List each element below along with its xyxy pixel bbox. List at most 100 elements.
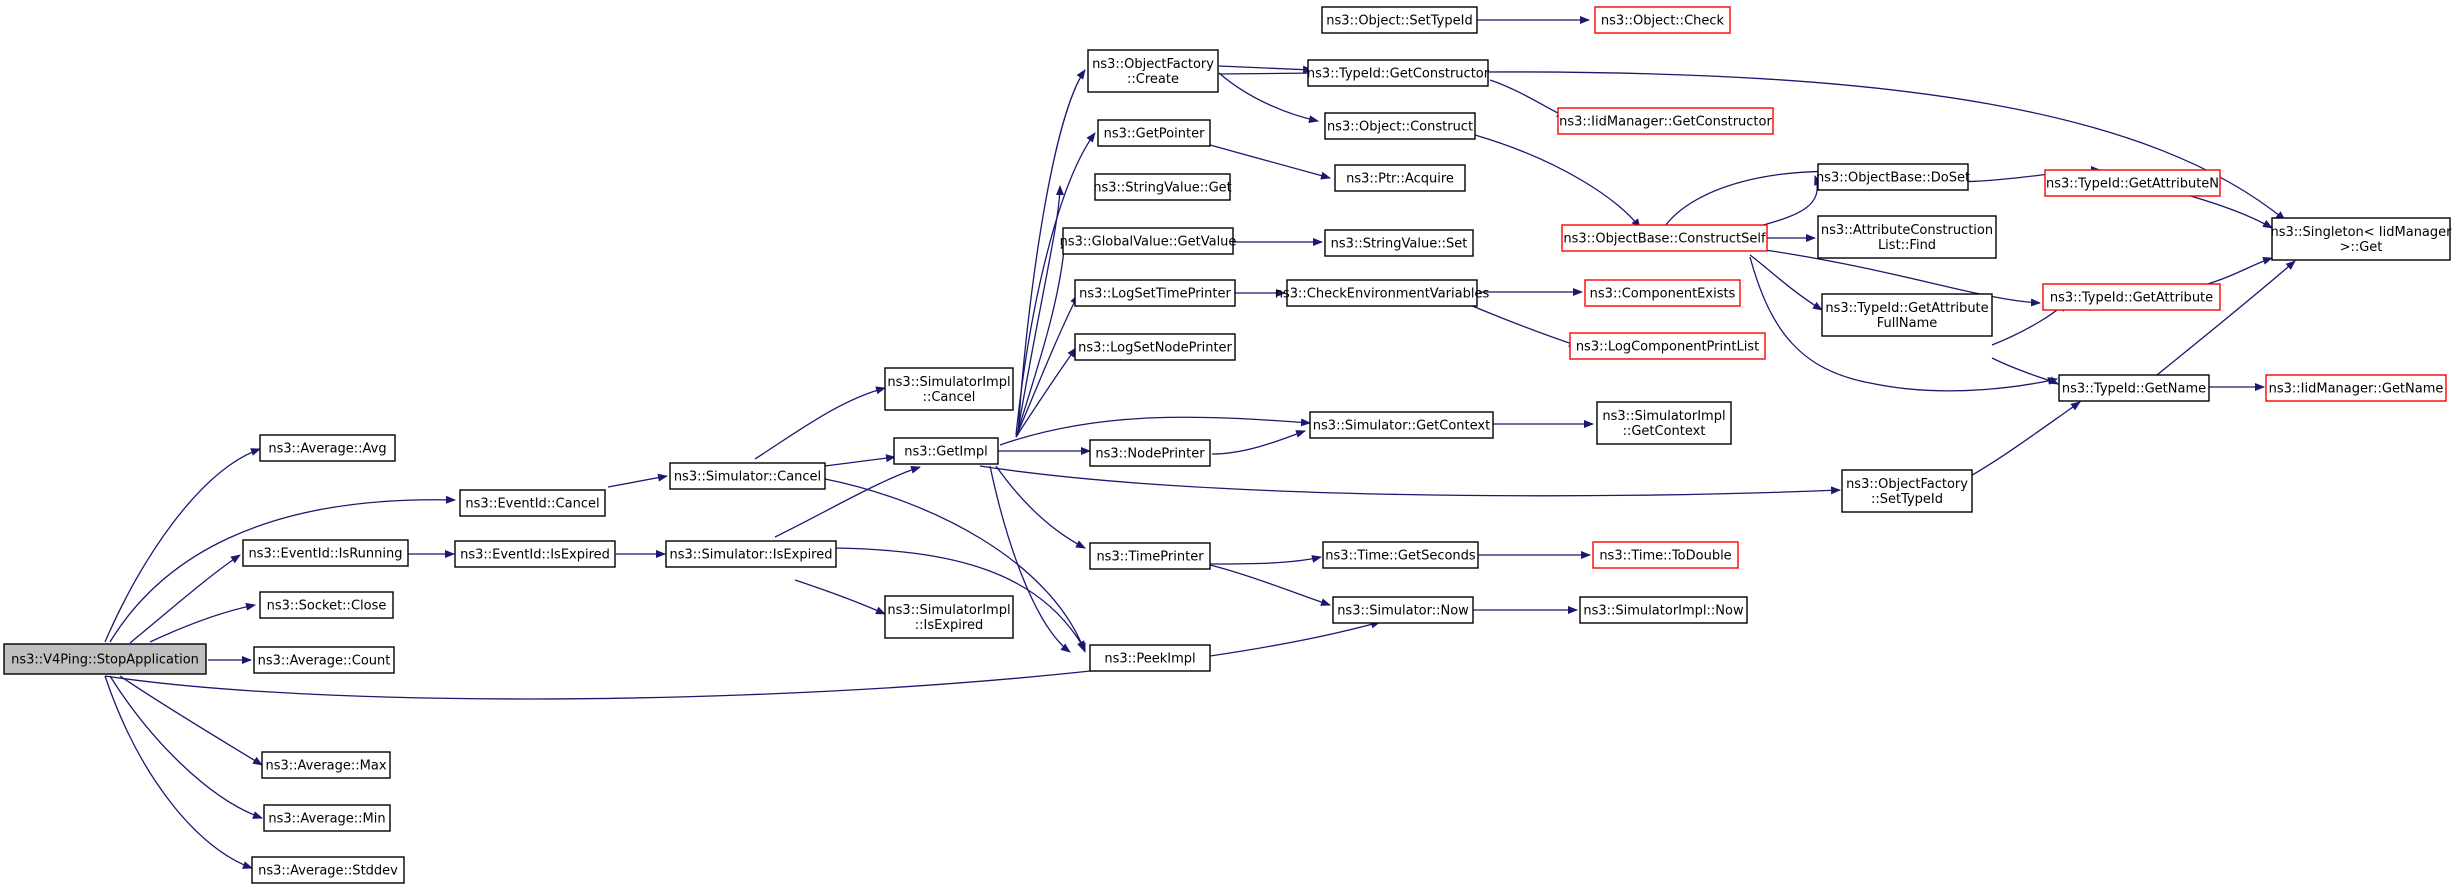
node-peekimpl[interactable]: ns3::PeekImpl [1089,644,1211,672]
node-checkenv[interactable]: ns3::CheckEnvironmentVariables [1275,279,1490,307]
node-nodeprinter[interactable]: ns3::NodePrinter [1089,439,1211,467]
node-ptracquire[interactable]: ns3::Ptr::Acquire [1334,164,1466,192]
node-tidgetctor[interactable]: ns3::TypeId::GetConstructor [1307,59,1490,87]
node-timetodouble[interactable]: ns3::Time::ToDouble [1592,541,1739,569]
node-stop[interactable]: ns3::V4Ping::StopApplication [3,643,207,675]
node-ofsettid[interactable]: ns3::ObjectFactory::SetTypeId [1841,469,1973,513]
call-nodes: ns3::V4Ping::StopApplicationns3::Average… [3,6,2452,884]
node-box [2265,374,2447,402]
node-box [259,591,394,619]
node-simgetctx[interactable]: ns3::Simulator::GetContext [1309,411,1494,439]
node-box [1322,541,1479,569]
node-box [2271,217,2451,261]
node-simnow[interactable]: ns3::Simulator::Now [1332,596,1474,624]
node-label: ns3::Singleton< IidManager [2270,225,2452,240]
node-box [1332,596,1474,624]
node-label: >::Get [2340,240,2383,255]
node-simisexp[interactable]: ns3::Simulator::IsExpired [665,540,837,568]
node-label: ns3::SimulatorImpl [887,603,1010,618]
node-box [1817,163,1969,191]
node-box [884,367,1014,411]
node-label: ns3::Time::ToDouble [1599,549,1731,564]
node-box [1062,227,1234,255]
node-simimplcancel[interactable]: ns3::SimulatorImpl::Cancel [884,367,1014,411]
node-gvgetvalue[interactable]: ns3::GlobalValue::GetValue [1060,227,1237,255]
node-objconstruct[interactable]: ns3::Object::Construct [1324,112,1476,140]
node-label: ns3::StringValue::Set [1331,237,1468,252]
node-label: List::Find [1878,238,1936,253]
node-simimplnow[interactable]: ns3::SimulatorImpl::Now [1579,596,1748,624]
edge [989,465,1071,653]
node-compexists[interactable]: ns3::ComponentExists [1584,279,1741,307]
node-simcancel[interactable]: ns3::Simulator::Cancel [669,462,826,490]
node-singleton[interactable]: ns3::Singleton< IidManager >::Get [2270,217,2452,261]
node-avgmax[interactable]: ns3::Average::Max [261,751,391,779]
node-objcheck[interactable]: ns3::Object::Check [1594,6,1731,34]
edge [1474,134,1641,229]
node-avgstd[interactable]: ns3::Average::Stddev [251,856,405,884]
node-avg[interactable]: ns3::Average::Avg [259,434,396,462]
edge [149,602,256,643]
node-box [1592,541,1739,569]
edge [104,448,261,643]
edge [109,675,263,819]
node-label: ns3::Average::Avg [268,442,386,457]
edge [1209,144,1331,180]
node-box [2042,283,2221,311]
node-box [2044,169,2221,197]
edge [1218,72,1319,124]
node-label: ns3::EventId::IsExpired [460,548,610,563]
node-box [253,646,395,674]
node-eidexp[interactable]: ns3::EventId::IsExpired [454,540,616,568]
node-getpointer[interactable]: ns3::GetPointer [1097,119,1211,147]
edge [1211,430,1306,455]
node-label: ns3::Time::GetSeconds [1325,549,1476,564]
node-label: ::SetTypeId [1871,492,1943,507]
node-box [1584,279,1741,307]
node-sockclose[interactable]: ns3::Socket::Close [259,591,394,619]
node-simimplisexp[interactable]: ns3::SimulatorImpl::IsExpired [884,595,1014,639]
edge [1991,357,2059,385]
node-label: ns3::TypeId::GetAttribute [1825,301,1988,316]
node-avgcount[interactable]: ns3::Average::Count [253,646,395,674]
node-box [1324,112,1476,140]
node-iidgetname[interactable]: ns3::IidManager::GetName [2265,374,2447,402]
node-box [263,804,391,832]
node-obconstructself[interactable]: ns3::ObjectBase::ConstructSelf [1561,224,1768,252]
node-label: ns3::TypeId::GetConstructor [1307,67,1490,82]
node-lognode[interactable]: ns3::LogSetNodePrinter [1074,333,1236,361]
node-box [1309,411,1494,439]
node-logtime[interactable]: ns3::LogSetTimePrinter [1074,279,1236,307]
node-logcompprint[interactable]: ns3::LogComponentPrintList [1569,332,1766,360]
node-svset[interactable]: ns3::StringValue::Set [1324,229,1474,257]
node-getimpl[interactable]: ns3::GetImpl [893,437,999,465]
node-timegetsec[interactable]: ns3::Time::GetSeconds [1322,541,1479,569]
edge [1489,79,1567,118]
node-label: ns3::Average::Stddev [258,864,398,879]
node-tidgetattrn[interactable]: ns3::TypeId::GetAttributeN [2044,169,2221,197]
node-tidgetname[interactable]: ns3::TypeId::GetName [2058,374,2210,402]
node-timeprinter[interactable]: ns3::TimePrinter [1089,542,1211,570]
node-avgmin[interactable]: ns3::Average::Min [263,804,391,832]
node-svget[interactable]: ns3::StringValue::Get [1093,173,1232,201]
node-label: ns3::ObjectBase::ConstructSelf [1563,232,1766,247]
node-box [1089,644,1211,672]
node-tidgetattr[interactable]: ns3::TypeId::GetAttribute [2042,283,2221,311]
node-label: ns3::Object::Construct [1327,120,1473,135]
node-box [1841,469,1973,513]
node-label: ns3::TypeId::GetAttributeN [2046,177,2219,192]
node-objsettid[interactable]: ns3::Object::SetTypeId [1321,6,1478,34]
node-box [1324,229,1474,257]
node-eidcancel[interactable]: ns3::EventId::Cancel [459,489,606,517]
node-simimplgetctx[interactable]: ns3::SimulatorImpl::GetContext [1596,401,1732,445]
node-isrunning[interactable]: ns3::EventId::IsRunning [242,539,409,567]
edge [1015,294,1079,438]
edge [1764,249,2041,307]
node-ofcreate[interactable]: ns3::ObjectFactory::Create [1087,49,1219,93]
node-iidgetctor[interactable]: ns3::IidManager::GetConstructor [1557,107,1774,135]
node-obdoset[interactable]: ns3::ObjectBase::DoSet [1816,163,1970,191]
edge [607,473,668,488]
node-box [1089,439,1211,467]
